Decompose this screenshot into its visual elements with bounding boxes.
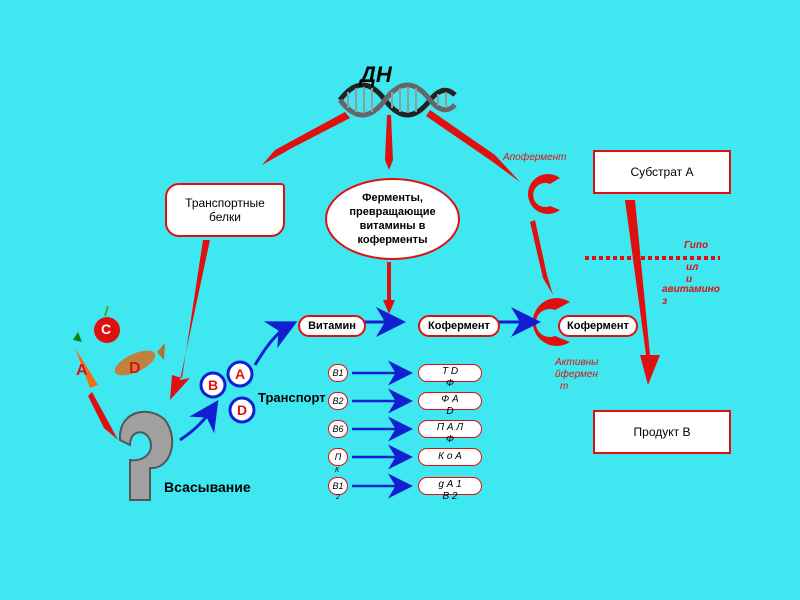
food-letter-a: A — [76, 362, 88, 379]
transport-label: Транспорт — [258, 390, 326, 405]
coenzyme-row-4-line1: К о А — [438, 451, 462, 462]
active-enzyme-label-3: т — [560, 381, 569, 392]
active-enzyme-label-1: Активны — [555, 357, 599, 368]
apple-icon — [94, 305, 120, 343]
vitamin-row-arrows — [352, 360, 413, 499]
food-letter-d: D — [129, 360, 141, 377]
arrow-substrate-to-product — [625, 200, 660, 385]
hypo-label-2: ил — [686, 262, 699, 273]
arrow-intestine-to-transport — [179, 400, 219, 442]
coenzyme-row-2-line1: Ф А — [441, 394, 459, 405]
apoenzyme-label: Апофермент — [503, 152, 567, 163]
substrate-box: Субстрат А — [593, 150, 731, 194]
coenzyme-row-1-line1: Т D — [441, 366, 459, 377]
vitamin-row-5-vitamin: В1 — [328, 477, 348, 495]
coenzyme-row-5: g А 1 В 2 — [418, 477, 482, 502]
vitamin-row-2-vitamin: В2 — [328, 392, 348, 410]
arrow-dna-to-transport — [262, 112, 350, 165]
coenzyme-row-2: Ф А D — [418, 392, 482, 417]
coenzyme-row-2-line2: D — [446, 406, 454, 417]
vitamin-pill: Витамин — [298, 315, 366, 337]
dna-helix-icon — [338, 82, 457, 118]
coenzyme-row-1: Т D Ф — [418, 364, 482, 389]
transport-letter-d: D — [237, 402, 248, 418]
absorption-label: Всасывание — [164, 479, 251, 495]
vitamin-row-3-vitamin: В6 — [328, 420, 348, 438]
vitamin-row-1-vitamin: В1 — [328, 364, 348, 382]
arrow-transport-to-vitamin — [253, 321, 298, 366]
carrot-icon — [73, 332, 98, 388]
coenzyme-row-4: К о А — [418, 448, 482, 466]
arrow-enzymes-to-coenzyme — [383, 262, 395, 314]
apoenzyme-icon — [528, 174, 560, 215]
dna-label: ДН — [360, 62, 392, 87]
intestine-icon — [118, 410, 174, 501]
coenzyme-pill-active: Кофермент — [558, 315, 638, 337]
transport-blob-a — [226, 360, 254, 388]
coenzyme-row-3: П А Л Ф — [418, 420, 482, 445]
transport-proteins-box: Транспортные белки — [165, 183, 285, 237]
arrow-dna-to-enzymes — [385, 115, 393, 170]
hypo-label-1: Гипо — [684, 240, 709, 251]
coenzyme-row-3-line2: Ф — [446, 434, 454, 445]
food-letter-c: C — [101, 321, 112, 337]
coenzyme-pill: Кофермент — [418, 315, 500, 337]
avitaminosis-label-1: авитамино — [662, 284, 720, 295]
arrow-dna-to-apoenzyme — [426, 110, 520, 182]
coenzyme-row-5-line1: g А 1 — [438, 479, 462, 490]
fish-icon — [114, 343, 165, 376]
transport-blob-d — [228, 396, 256, 424]
avitaminosis-label-2: з — [662, 296, 668, 307]
arrow-food-to-intestine — [88, 392, 118, 440]
transport-letter-b: B — [208, 377, 219, 393]
arrow-transport-to-intestine — [170, 240, 210, 400]
coenzyme-row-3-line1: П А Л — [436, 422, 464, 433]
dna-arrows — [262, 110, 520, 182]
vitamin-row-5-sub: 2 — [336, 494, 340, 501]
transport-blob-b — [199, 371, 227, 399]
arrow-apo-to-active — [530, 220, 553, 295]
coenzyme-row-1-line2: Ф — [446, 378, 454, 389]
active-enzyme-icon — [532, 298, 570, 346]
coenzyme-row-5-line2: В 2 — [442, 491, 458, 502]
vitamin-row-4-vitamin: П — [328, 448, 348, 466]
enzymes-box: Ферменты, превращающие витамины в коферм… — [325, 178, 460, 260]
active-enzyme-label-2: йфермен — [555, 369, 598, 380]
transport-letter-a: A — [235, 366, 246, 382]
hypo-label-3: и — [686, 274, 693, 285]
product-box: Продукт В — [593, 410, 731, 454]
vitamin-row-4-sub: К — [335, 467, 340, 474]
